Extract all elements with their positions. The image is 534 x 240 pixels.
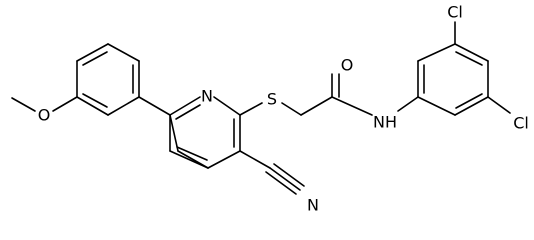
pyridine-nitrogen-label: N [201, 87, 213, 106]
cyano-nitrogen-label: N [307, 196, 319, 215]
dichlorophenyl-ring [417, 43, 489, 116]
methoxy-group [11, 96, 78, 112]
chlorine-top-label: Cl [447, 3, 463, 22]
amide-carbonyl [331, 73, 373, 116]
cl-right-bond [487, 96, 511, 114]
amide-nh-label: NH [373, 113, 397, 132]
thioether-linker [239, 96, 333, 116]
nh-aryl-bond [397, 96, 419, 112]
pyridine-ring [169, 96, 241, 169]
sulfur-label: S [267, 90, 277, 109]
carbonyl-oxygen-label: O [341, 56, 354, 75]
methoxy-oxygen-label: O [38, 106, 51, 125]
biaryl-bond [138, 96, 171, 116]
methoxyphenyl-ring [76, 43, 140, 116]
molecule-diagram: O N S O NH N Cl Cl [11, 3, 529, 215]
chlorine-right-label: Cl [513, 114, 529, 133]
structure-svg: O N S O NH N Cl Cl [11, 3, 529, 215]
cyano-group [239, 150, 305, 195]
